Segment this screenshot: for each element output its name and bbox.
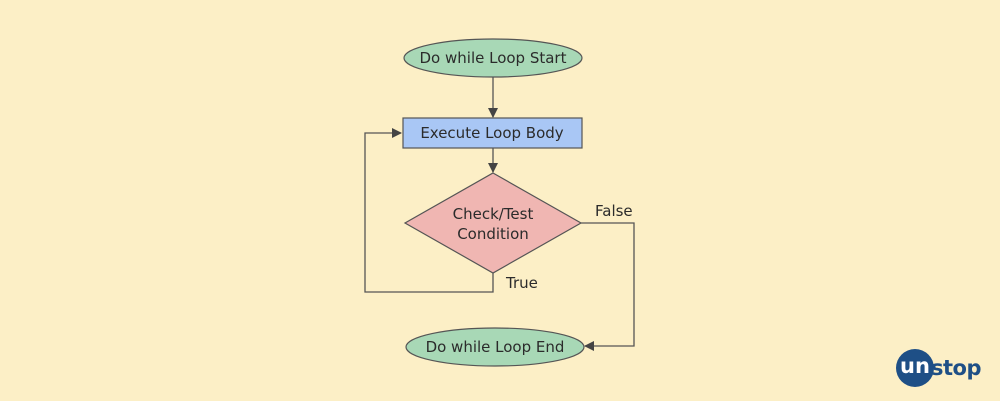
condition-label-line1: Check/Test [453,205,534,223]
condition-label-line2: Condition [457,225,529,243]
start-node: Do while Loop Start [403,38,583,78]
loop-body-node: Execute Loop Body [402,117,583,149]
start-node-label: Do while Loop Start [420,49,567,67]
arrow-false-to-end [581,222,635,351]
condition-node: Check/Test Condition [403,172,583,274]
end-node-label: Do while Loop End [426,338,565,356]
unstop-logo: un stop [896,348,982,388]
true-edge-label: True [505,274,538,292]
false-edge-label: False [595,202,633,220]
loop-body-label: Execute Loop Body [420,124,563,142]
end-node: Do while Loop End [405,327,585,367]
logo-badge-text: un [900,354,930,378]
logo-badge: un [896,349,934,387]
arrow-true-loop-back [364,128,494,293]
logo-wordmark: stop [931,356,982,380]
